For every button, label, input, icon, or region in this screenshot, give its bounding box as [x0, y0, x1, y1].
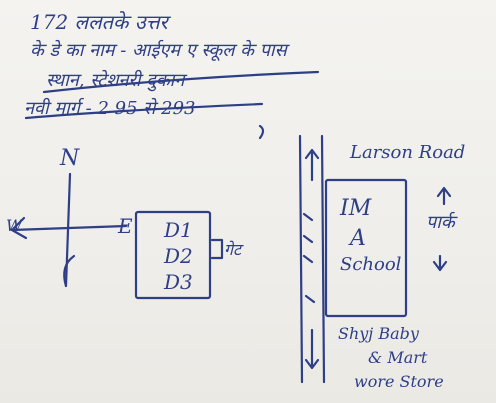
shop-side-label: गेट	[224, 240, 242, 259]
school-label-3: School	[340, 254, 402, 275]
road-label: Larson Road	[350, 142, 466, 163]
bottom-label-2: & Mart	[368, 348, 428, 367]
school-label-2: A	[350, 226, 366, 251]
bottom-label-3: wore Store	[354, 372, 444, 391]
shop-d2: D2	[164, 244, 193, 268]
direction-arrows	[432, 186, 452, 272]
bottom-label-1: Shyj Baby	[338, 324, 419, 343]
shop-d1: D1	[164, 218, 193, 242]
side-note: पार्क	[426, 212, 455, 233]
school-box	[324, 178, 408, 318]
shop-box	[134, 210, 224, 300]
school-label-1: IM	[340, 196, 372, 221]
shop-d3: D3	[164, 270, 193, 294]
note-line-1: 172 ललतके उत्तर	[30, 10, 168, 34]
note-line-4: नवी मार्ग - 2 95 से 293	[24, 98, 196, 119]
compass-icon	[10, 172, 128, 288]
note-line-3: स्थान, स्टेशनरी दुकान	[46, 70, 185, 91]
compass-west-label: W	[6, 216, 23, 235]
compass-north-label: N	[60, 146, 80, 171]
compass-east-label: E	[118, 214, 133, 238]
note-line-2: के डे का नाम - आईएम ए स्कूल के पास	[30, 40, 287, 61]
road	[298, 134, 326, 384]
